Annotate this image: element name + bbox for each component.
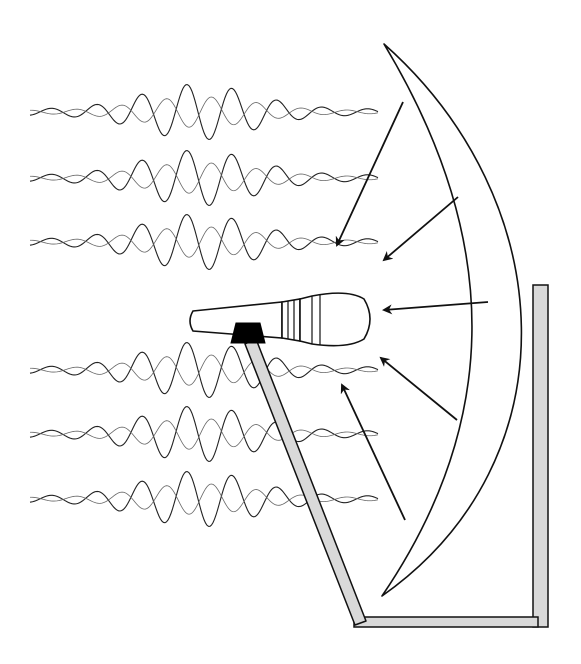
sound-waves <box>29 84 379 527</box>
microphone-grille <box>299 292 371 347</box>
sound-wave <box>29 162 379 194</box>
sound-wave <box>29 354 379 386</box>
sound-wave <box>29 96 379 128</box>
sound-wave <box>29 471 379 527</box>
reflection-arrow <box>379 356 458 421</box>
sound-wave <box>29 406 379 462</box>
mic-boom-arm <box>244 338 367 626</box>
base-bar <box>353 616 539 628</box>
sound-wave <box>29 150 379 206</box>
sound-wave <box>29 226 379 258</box>
parabolic-dish <box>381 43 523 597</box>
reflection-arrow <box>382 301 489 315</box>
microphone-collar <box>281 298 301 342</box>
reflection-arrow <box>382 196 459 262</box>
microphone <box>189 292 371 347</box>
reflection-arrows <box>335 101 489 521</box>
support-post <box>532 284 549 628</box>
sound-wave <box>29 342 379 398</box>
sound-wave <box>29 483 379 515</box>
reflection-arrow <box>340 383 406 521</box>
mic-clip <box>230 322 266 344</box>
reflection-arrow <box>335 101 404 247</box>
sound-wave <box>29 418 379 450</box>
sound-wave <box>29 84 379 140</box>
sound-wave <box>29 214 379 270</box>
